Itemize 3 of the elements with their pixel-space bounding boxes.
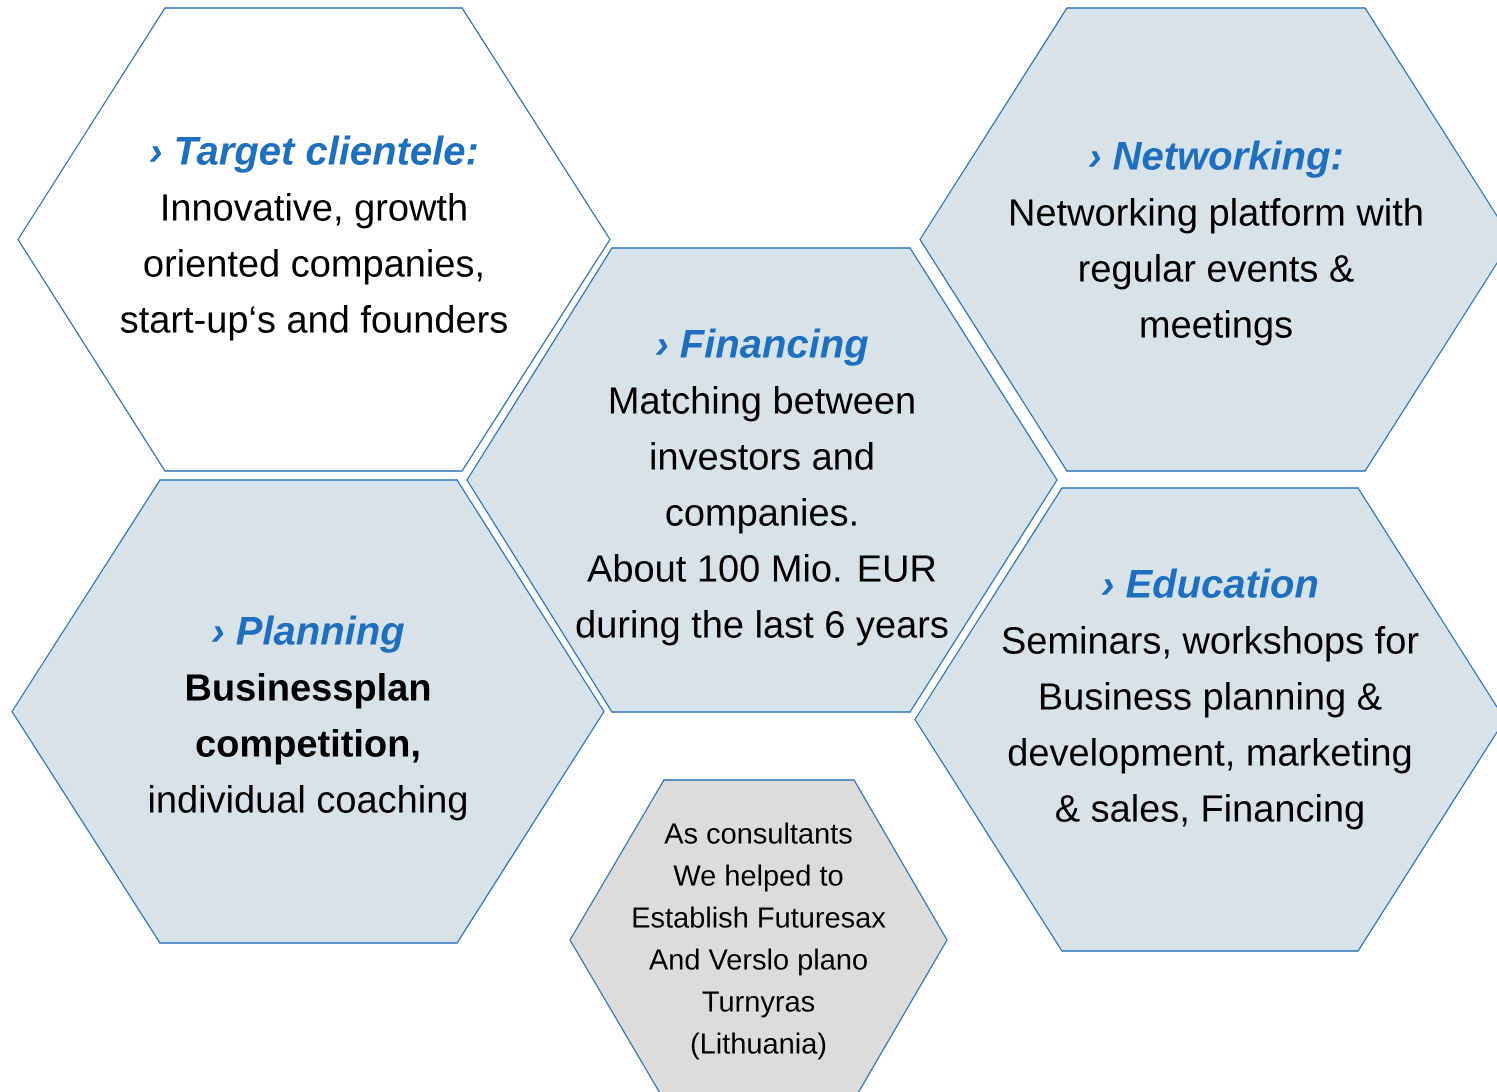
hexagon-box: › Networking: Networking platform with regular events & meetings: [919, 7, 1497, 472]
hexagon-box: As consultants We helped to Establish Futuresax And Verslo plano Turnyras (Lithuania): [569, 779, 948, 1092]
hexagon-box: › Target clientele: Innovative, growth oriented companies, start-up‘s and founders: [17, 7, 611, 472]
